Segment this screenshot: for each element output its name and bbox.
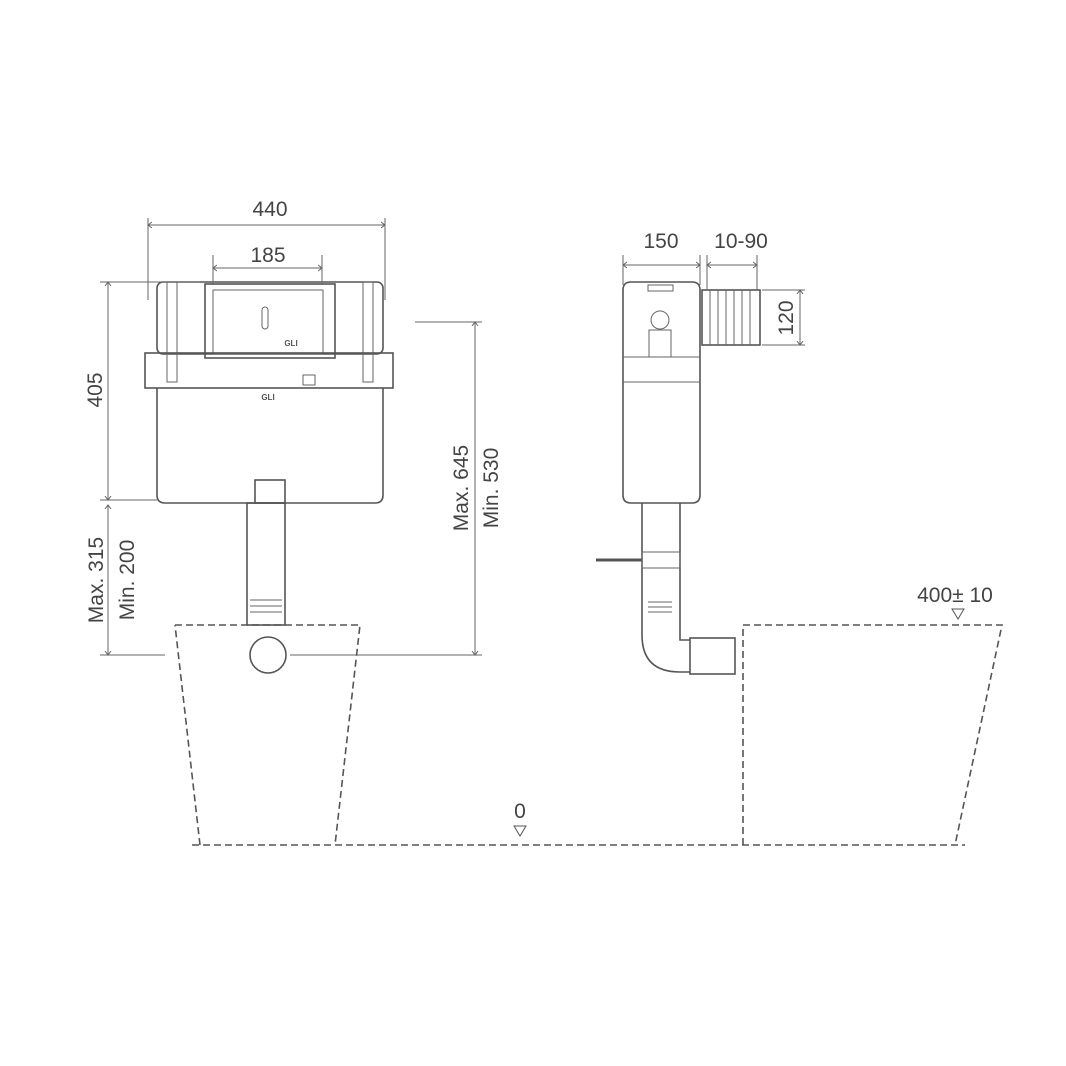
svg-text:Max. 645: Max. 645 — [450, 445, 473, 531]
svg-text:400± 10: 400± 10 — [917, 584, 993, 607]
dimension-pipe-length: Max. 315 Min. 200 — [85, 505, 165, 655]
dimension-10-90: 10-90 — [707, 230, 768, 290]
front-body-brand: GLI — [261, 393, 274, 402]
dimension-150: 150 — [623, 230, 700, 285]
side-view-cistern — [622, 281, 761, 504]
side-view-flush-pipe — [596, 503, 736, 675]
svg-text:185: 185 — [250, 244, 285, 267]
dimension-total-height: Max. 645 Min. 530 — [290, 322, 503, 655]
dimension-120: 120 — [762, 290, 805, 345]
dimension-185: 185 — [213, 244, 322, 285]
svg-text:150: 150 — [643, 230, 678, 253]
svg-text:Min. 200: Min. 200 — [116, 540, 139, 621]
dimension-440: 440 — [148, 198, 385, 300]
svg-text:120: 120 — [775, 300, 798, 335]
svg-text:405: 405 — [84, 372, 107, 407]
side-view-wc-bowl — [742, 624, 1003, 846]
front-plate-brand: GLI — [284, 339, 297, 348]
svg-text:440: 440 — [252, 198, 287, 221]
level-mark-bowl-height: 400± 10 — [917, 584, 993, 620]
svg-text:10-90: 10-90 — [714, 230, 768, 253]
svg-text:Min. 530: Min. 530 — [480, 448, 503, 529]
front-view-cistern: GLI GLI — [144, 281, 394, 504]
front-view-flush-pipe — [246, 502, 286, 626]
dimension-405: 405 — [84, 282, 200, 500]
svg-text:0: 0 — [514, 800, 526, 823]
front-view-wc-bowl — [174, 624, 361, 846]
level-mark-floor: 0 — [513, 800, 527, 837]
svg-text:Max. 315: Max. 315 — [85, 537, 108, 623]
